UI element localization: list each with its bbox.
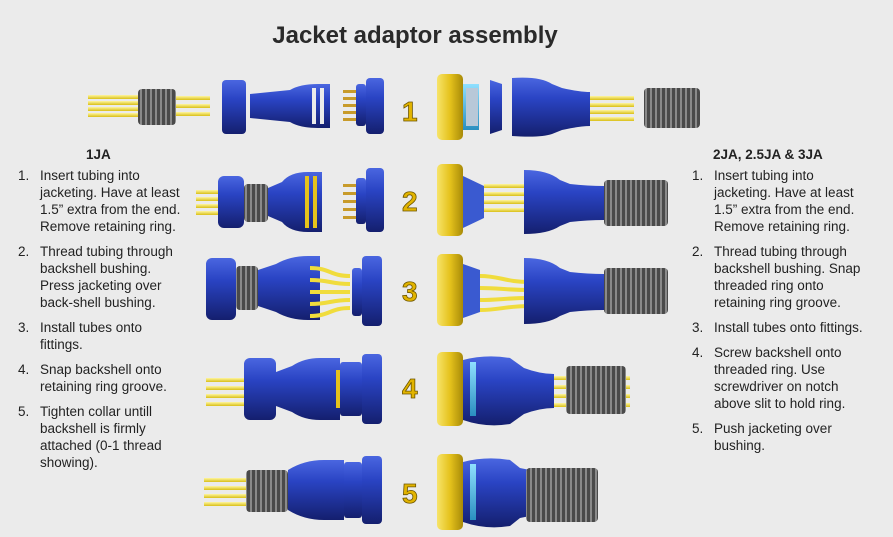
step-text: Thread tubing through backshell bushing.… [714, 244, 861, 310]
list-item: 3. Install tubes onto fittings. [692, 319, 864, 336]
step-text: Insert tubing into jacketing. Have at le… [40, 168, 181, 234]
step-number-4: 4 [402, 373, 418, 404]
step-number: 1. [692, 168, 704, 183]
step-number: 2. [692, 244, 704, 259]
list-item: 2. Thread tubing through backshell bushin… [692, 243, 864, 311]
page-title: Jacket adaptor assembly [272, 22, 558, 49]
list-item: 1. Insert tubing into jacketing. Have at … [18, 167, 186, 235]
step-text: Install tubes onto fittings. [714, 320, 863, 335]
step-number-1: 1 [402, 96, 418, 127]
row-3-right-assembly [437, 254, 668, 326]
step-number: 5. [692, 421, 704, 436]
step-number-5: 5 [402, 478, 418, 509]
step-text: Insert tubing into jacketing. Have at le… [714, 168, 855, 234]
step-text: Tighten collar untill backshell is firml… [40, 404, 162, 470]
step-number: 5. [18, 404, 30, 419]
row-4-right-assembly [437, 352, 630, 426]
row-1-left-assembly [88, 78, 384, 134]
left-steps-list: 1. Insert tubing into jacketing. Have at … [18, 167, 186, 479]
list-item: 4. Screw backshell onto threaded ring. Us… [692, 344, 864, 412]
step-number-3: 3 [402, 276, 418, 307]
list-item: 1. Insert tubing into jacketing. Have at … [692, 167, 864, 235]
step-text: Install tubes onto fittings. [40, 320, 143, 352]
list-item: 3. Install tubes onto fittings. [18, 319, 186, 353]
step-text: Thread tubing through backshell bushing.… [40, 244, 173, 310]
row-5-left-assembly [204, 456, 382, 524]
step-number: 2. [18, 244, 30, 259]
step-text: Screw backshell onto threaded ring. Use … [714, 345, 846, 411]
list-item: 2. Thread tubing through backshell bushin… [18, 243, 186, 311]
step-number-2: 2 [402, 186, 418, 217]
right-steps-list: 1. Insert tubing into jacketing. Have at … [692, 167, 864, 462]
row-5-right-assembly [437, 454, 598, 530]
row-1-right-assembly [437, 74, 700, 140]
row-3-left-assembly [206, 256, 382, 326]
row-2-left-assembly [196, 168, 384, 232]
list-item: 5. Tighten collar untill backshell is fir… [18, 403, 186, 471]
step-number: 4. [692, 345, 704, 360]
step-text: Push jacketing over bushing. [714, 421, 832, 453]
step-number: 3. [18, 320, 30, 335]
left-column-heading: 1JA [86, 147, 111, 162]
row-4-left-assembly [206, 354, 382, 424]
step-number: 4. [18, 362, 30, 377]
row-2-right-assembly [437, 164, 668, 236]
step-number: 3. [692, 320, 704, 335]
list-item: 4. Snap backshell onto retaining ring gro… [18, 361, 186, 395]
list-item: 5. Push jacketing over bushing. [692, 420, 864, 454]
right-column-heading: 2JA, 2.5JA & 3JA [713, 147, 823, 162]
step-number: 1. [18, 168, 30, 183]
step-text: Snap backshell onto retaining ring groov… [40, 362, 167, 394]
